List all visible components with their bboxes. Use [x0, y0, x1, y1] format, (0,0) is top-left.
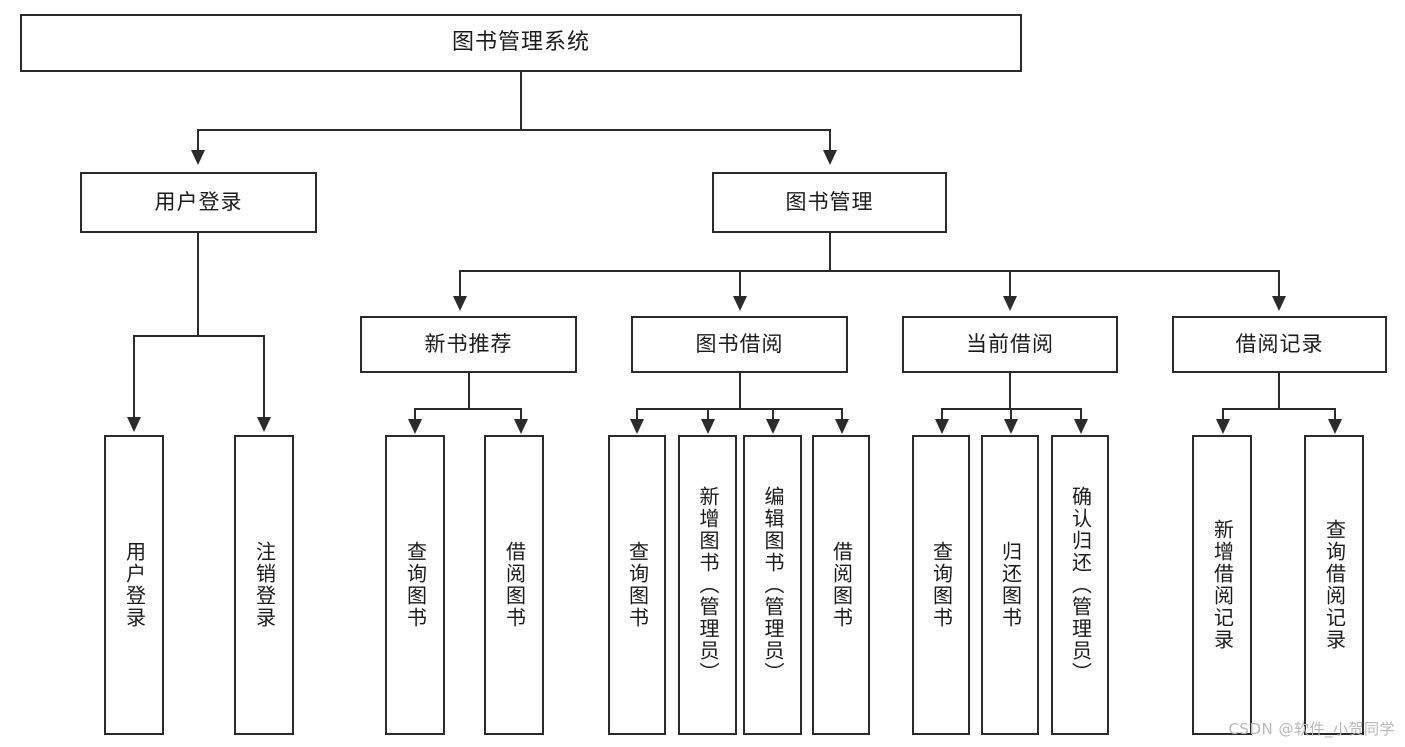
node-current-borrow[interactable]: 当前借阅 — [902, 316, 1118, 373]
edge-user-login-leaf1 — [133, 335, 135, 418]
edge-cb-leaf1 — [941, 408, 943, 420]
leaf-nbr-query-book[interactable]: 查询图书 — [385, 435, 445, 735]
leaf-cb-return-book[interactable]: 归还图书 — [981, 435, 1039, 735]
arrow-bb-leaf2 — [701, 419, 715, 434]
arrow-to-current-borrow — [1003, 296, 1017, 311]
node-borrow-record[interactable]: 借阅记录 — [1172, 316, 1387, 373]
arrow-to-book-borrow — [733, 296, 747, 311]
edge-borrow-record-bar — [1222, 408, 1336, 410]
leaf-label: 新增借阅记录 — [1210, 519, 1235, 651]
leaf-label: 查询借阅记录 — [1322, 519, 1347, 651]
node-label: 图书管理系统 — [451, 29, 590, 55]
edge-to-user-login — [197, 129, 199, 151]
edge-to-current-borrow — [1009, 270, 1011, 297]
leaf-label: 新增图书（管理员） — [696, 486, 720, 684]
leaf-label: 注销登录 — [252, 541, 277, 629]
leaf-label: 借阅图书 — [502, 541, 527, 629]
edge-book-borrow-bar — [636, 408, 843, 410]
arrow-bb-leaf1 — [630, 419, 644, 434]
edge-cb-leaf3 — [1080, 408, 1082, 420]
edge-user-login-stem — [197, 233, 199, 336]
node-new-book-recommend[interactable]: 新书推荐 — [360, 316, 577, 373]
node-label: 用户登录 — [154, 189, 243, 214]
leaf-label: 编辑图书（管理员） — [761, 486, 785, 684]
leaf-bb-edit-book-admin[interactable]: 编辑图书（管理员） — [743, 435, 802, 735]
leaf-bb-add-book-admin[interactable]: 新增图书（管理员） — [678, 435, 737, 735]
edge-bb-leaf1 — [636, 408, 638, 420]
leaf-br-add-record[interactable]: 新增借阅记录 — [1192, 435, 1252, 735]
leaf-cb-confirm-return-admin[interactable]: 确认归还（管理员） — [1051, 435, 1109, 735]
arrow-to-book-management — [823, 150, 837, 165]
leaf-label: 借阅图书 — [829, 541, 854, 629]
leaf-bb-borrow-book[interactable]: 借阅图书 — [812, 435, 870, 735]
arrow-nbr-leaf2 — [514, 419, 528, 434]
edge-level2-bar — [197, 129, 831, 131]
arrow-to-new-book-recommend — [453, 296, 467, 311]
edge-to-book-management — [829, 129, 831, 151]
arrow-user-login-leaf1 — [127, 417, 141, 432]
arrow-user-login-leaf2 — [257, 417, 271, 432]
edge-book-management-stem — [829, 233, 831, 271]
edge-bb-leaf4 — [841, 408, 843, 420]
leaf-user-login-login[interactable]: 用户登录 — [104, 435, 164, 735]
edge-cb-leaf2 — [1010, 408, 1012, 420]
edge-nbr-leaf2 — [520, 408, 522, 420]
leaf-br-query-record[interactable]: 查询借阅记录 — [1304, 435, 1364, 735]
edge-to-book-borrow — [739, 270, 741, 297]
leaf-cb-query-book[interactable]: 查询图书 — [912, 435, 970, 735]
edge-new-book-recommend-stem — [468, 373, 470, 409]
leaf-user-login-logout[interactable]: 注销登录 — [234, 435, 294, 735]
leaf-label: 确认归还（管理员） — [1068, 486, 1093, 684]
node-label: 借阅记录 — [1235, 331, 1324, 356]
edge-br-leaf1 — [1222, 408, 1224, 420]
arrow-cb-leaf3 — [1074, 419, 1088, 434]
edge-to-borrow-record — [1278, 270, 1280, 297]
edge-borrow-record-stem — [1278, 373, 1280, 409]
leaf-label: 查询图书 — [929, 541, 954, 629]
node-root-book-management-system[interactable]: 图书管理系统 — [20, 14, 1022, 72]
edge-level3-bar — [459, 270, 1279, 272]
leaf-label: 查询图书 — [403, 541, 428, 629]
arrow-br-leaf1 — [1216, 419, 1230, 434]
node-user-login[interactable]: 用户登录 — [80, 172, 317, 233]
arrow-to-borrow-record — [1272, 296, 1286, 311]
node-label: 新书推荐 — [424, 331, 513, 356]
arrow-br-leaf2 — [1328, 419, 1342, 434]
edge-br-leaf2 — [1334, 408, 1336, 420]
edge-to-new-book-recommend — [459, 270, 461, 297]
node-label: 图书借阅 — [695, 331, 784, 356]
node-label: 图书管理 — [785, 189, 874, 214]
watermark-csdn: CSDN @软件_小贺同学 — [1228, 720, 1395, 738]
node-book-borrow[interactable]: 图书借阅 — [631, 316, 848, 373]
edge-current-borrow-stem — [1009, 373, 1011, 409]
arrow-nbr-leaf1 — [408, 419, 422, 434]
leaf-nbr-borrow-book[interactable]: 借阅图书 — [484, 435, 544, 735]
node-book-management[interactable]: 图书管理 — [712, 172, 947, 233]
edge-new-book-recommend-bar — [414, 408, 522, 410]
arrow-cb-leaf2 — [1004, 419, 1018, 434]
edge-book-borrow-stem — [739, 373, 741, 409]
arrow-to-user-login — [191, 150, 205, 165]
arrow-bb-leaf3 — [766, 419, 780, 434]
arrow-cb-leaf1 — [935, 419, 949, 434]
edge-bb-leaf3 — [772, 408, 774, 420]
edge-root-stem — [520, 72, 522, 130]
leaf-label: 归还图书 — [998, 541, 1023, 629]
leaf-bb-query-book[interactable]: 查询图书 — [608, 435, 666, 735]
arrow-bb-leaf4 — [835, 419, 849, 434]
leaf-label: 用户登录 — [122, 541, 147, 629]
node-label: 当前借阅 — [966, 331, 1054, 356]
edge-bb-leaf2 — [707, 408, 709, 420]
leaf-label: 查询图书 — [625, 541, 650, 629]
edge-nbr-leaf1 — [414, 408, 416, 420]
edge-user-login-leaf2 — [263, 335, 265, 418]
edge-user-login-bar — [133, 335, 264, 337]
